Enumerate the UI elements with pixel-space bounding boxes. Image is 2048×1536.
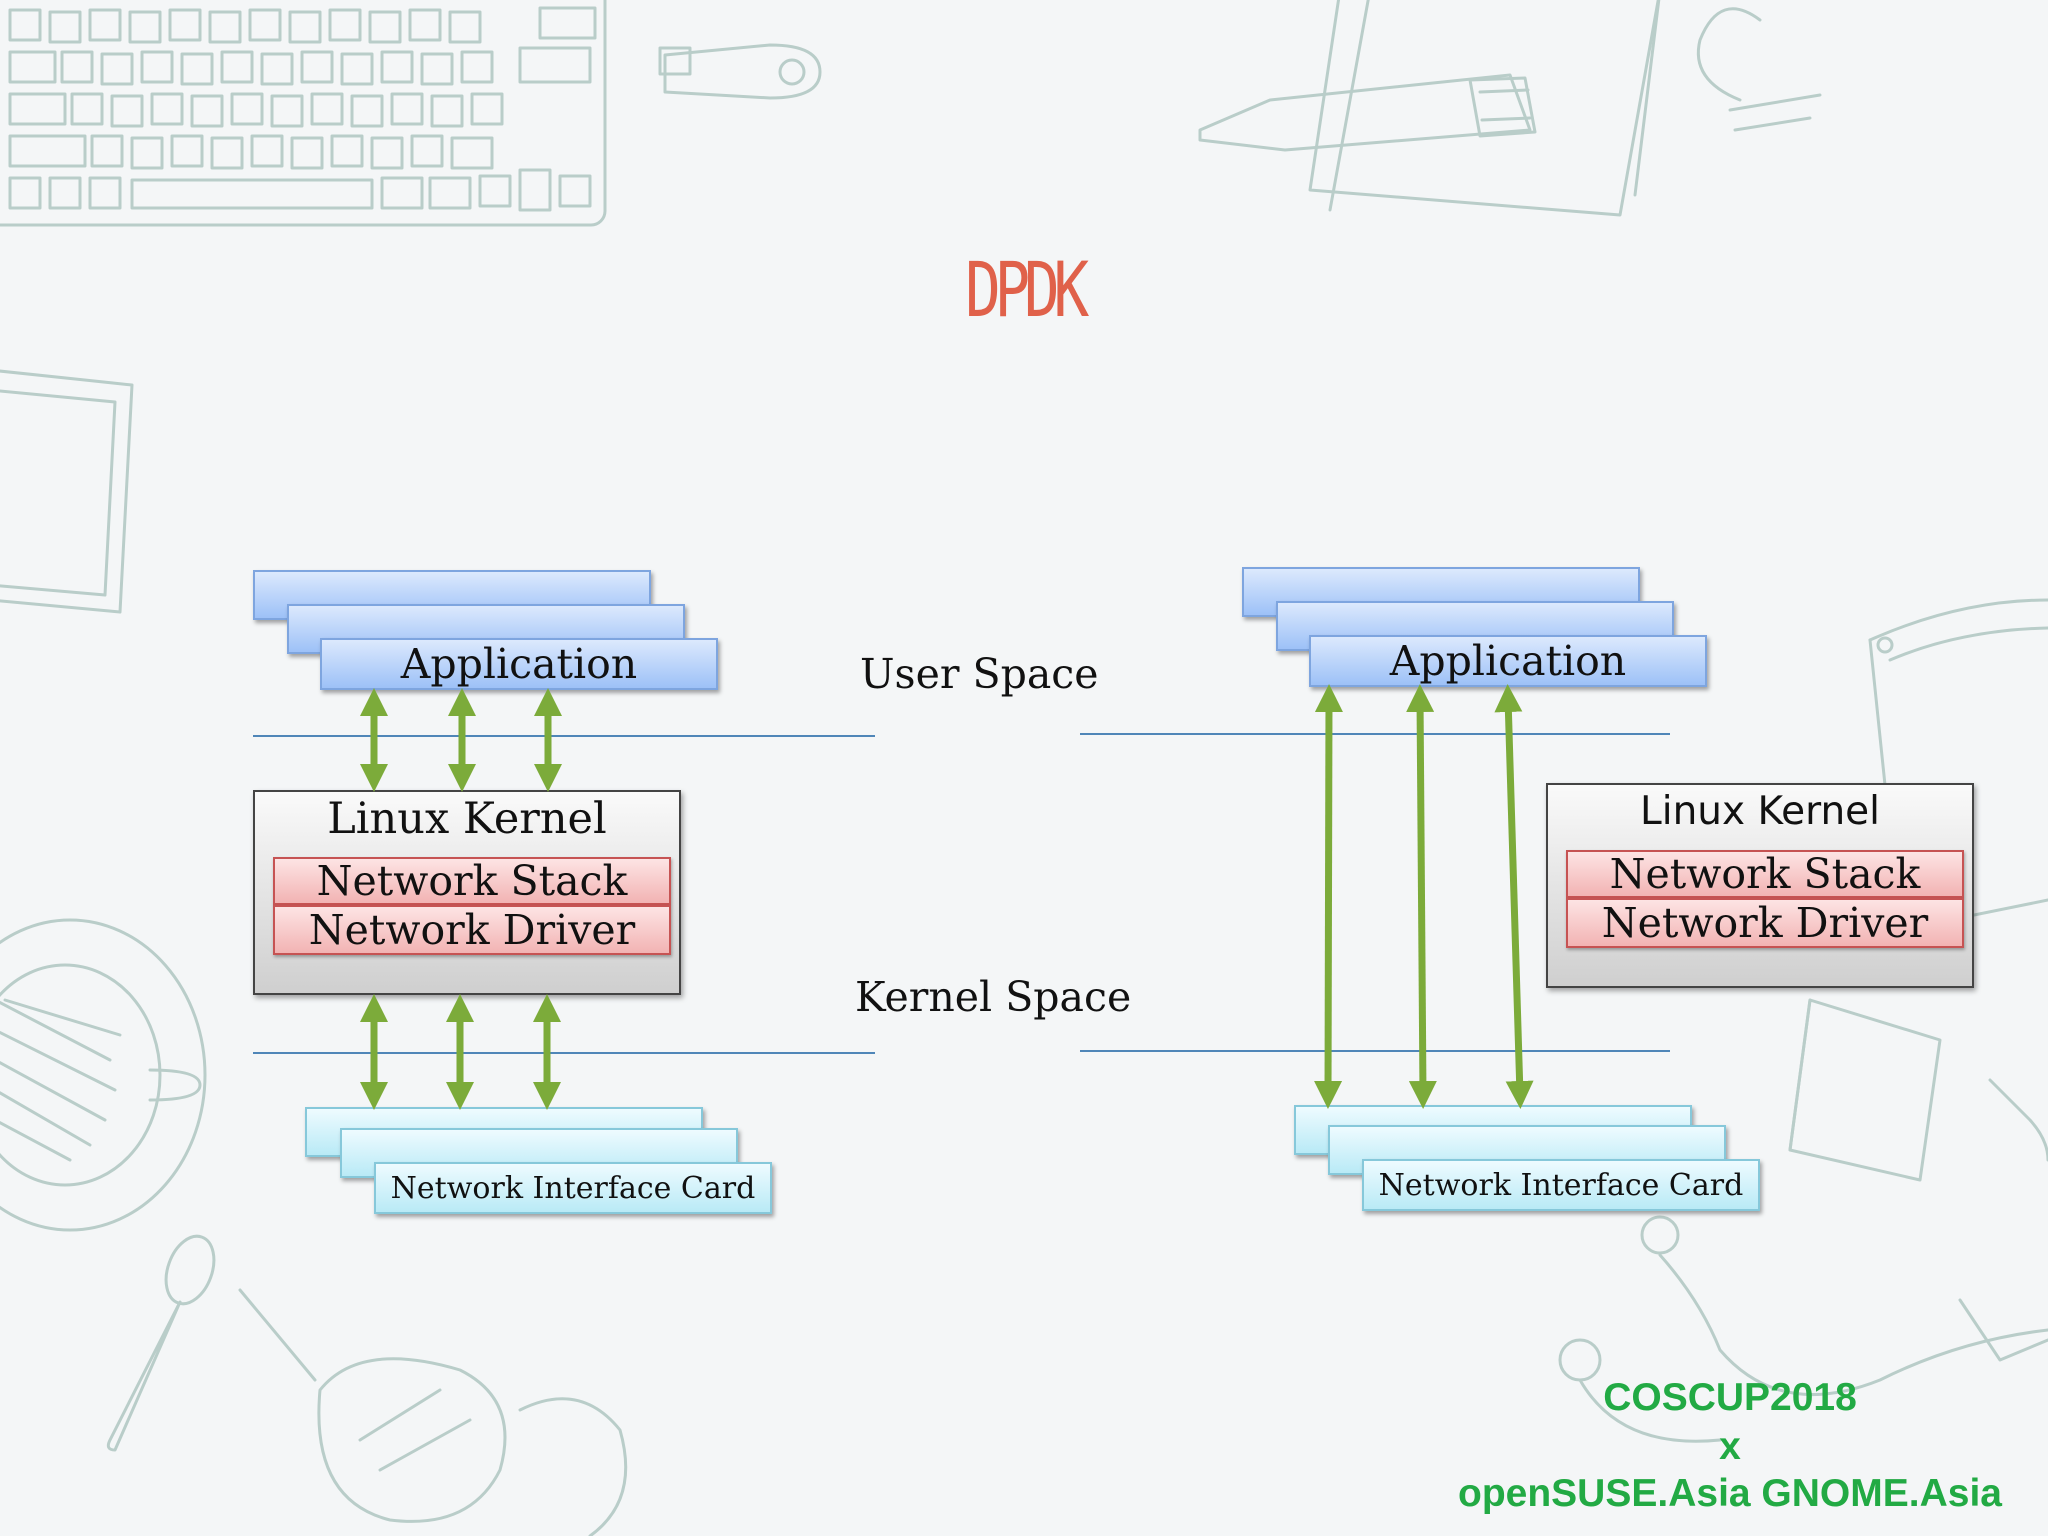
kernel-space-separator-left [253,1052,875,1054]
left-linux-kernel-label: Linux Kernel [327,794,607,844]
right-nic-label: Network Interface Card [1378,1167,1744,1203]
footer-line-3: openSUSE.Asia GNOME.Asia [1458,1472,2002,1515]
coffee-cup-doodle-icon [0,918,207,1232]
left-application-label: Application [400,640,638,688]
notebook-doodle-icon [1308,0,1822,217]
glasses-doodle-icon [238,1288,628,1536]
right-linux-kernel-box: Linux Kernel Network Stack Network Drive… [1546,783,1974,988]
right-network-stack-box: Network Stack [1566,850,1964,898]
user-space-separator-left [253,735,875,737]
user-space-label: User Space [860,650,1099,698]
keyboard-doodle-icon [0,0,607,227]
right-linux-kernel-label: Linux Kernel [1640,789,1880,834]
left-network-driver-box: Network Driver [273,905,671,955]
left-network-driver-label: Network Driver [308,906,636,954]
tablet-doodle-icon [0,369,134,614]
left-application-box: Application [320,638,718,690]
right-network-driver-label: Network Driver [1601,899,1929,947]
footer-line-1: COSCUP2018 [1603,1376,1857,1419]
right-app-nic-arrow-3 [1494,684,1534,1109]
right-app-nic-arrow-2 [1406,684,1437,1109]
right-network-driver-box: Network Driver [1566,898,1964,948]
left-nic-label: Network Interface Card [390,1170,756,1206]
right-app-nic-arrow-1 [1314,684,1343,1109]
left-nic-box: Network Interface Card [374,1162,772,1214]
slide-title: DPDK [965,245,1089,334]
spoon-doodle-icon [106,1234,216,1452]
usb-stick-doodle-icon [658,43,822,100]
left-network-stack-label: Network Stack [316,857,628,905]
right-application-label: Application [1389,637,1627,685]
user-space-separator-right [1080,733,1670,735]
right-nic-box: Network Interface Card [1362,1159,1760,1211]
right-network-stack-label: Network Stack [1609,850,1921,898]
left-network-stack-box: Network Stack [273,857,671,905]
note-doodle-icon [1788,998,1942,1182]
footer-line-2: x [1719,1425,1741,1468]
kernel-space-separator-right [1080,1050,1670,1052]
kernel-space-label: Kernel Space [855,973,1132,1021]
pen-doodle-icon [1198,73,1537,152]
